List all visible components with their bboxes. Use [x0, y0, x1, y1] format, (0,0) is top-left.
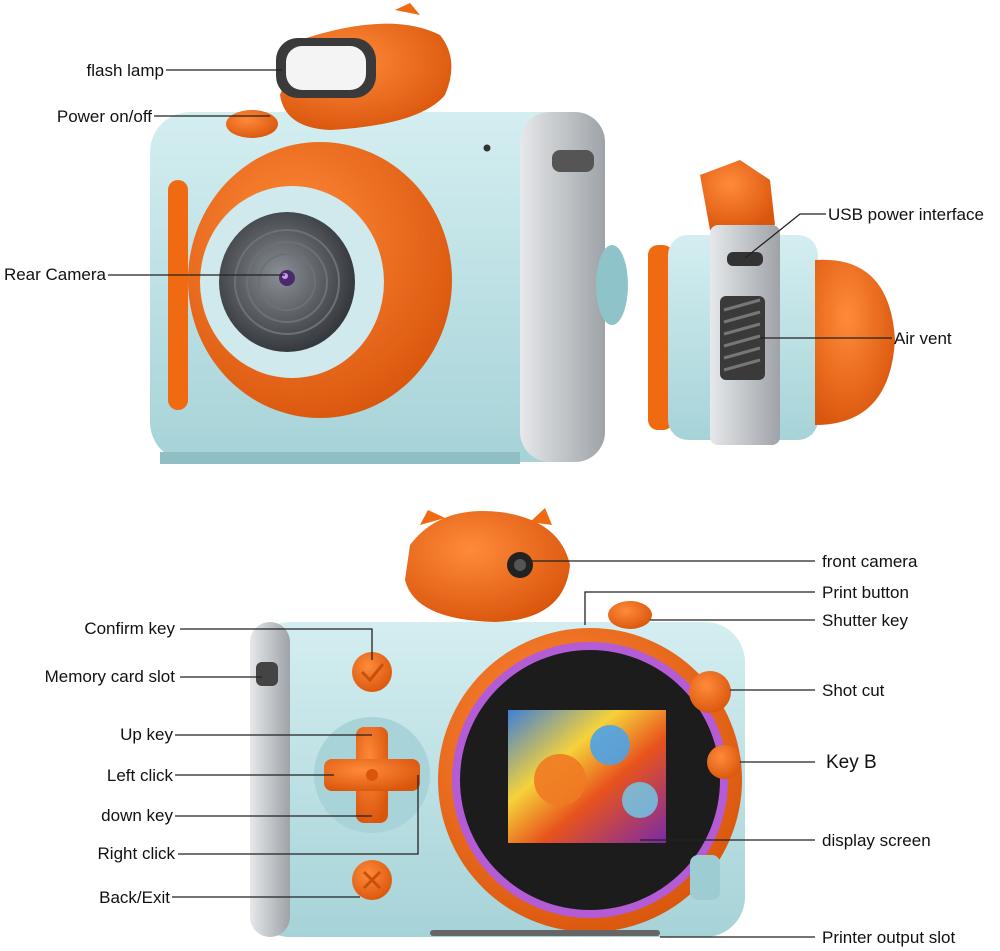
grip-strip — [168, 180, 188, 410]
label-rear-camera: Rear Camera — [4, 265, 107, 284]
air-vent-grille — [720, 296, 765, 380]
label-air-vent: Air vent — [894, 329, 952, 348]
d-pad — [314, 717, 430, 833]
camera-side-panel — [520, 112, 605, 462]
label-front-camera: front camera — [822, 552, 918, 571]
front-camera-head — [405, 508, 570, 622]
line-confirm-key — [180, 628, 373, 660]
speaker-grille — [690, 855, 720, 900]
side-knob — [596, 245, 628, 325]
callout-lines — [108, 69, 892, 938]
screen-image — [508, 710, 666, 843]
label-display-screen: display screen — [822, 831, 931, 850]
camera-front-view — [150, 3, 628, 464]
camera-side-view — [648, 160, 895, 445]
label-print-button: Print button — [822, 583, 909, 602]
shot-cut-button — [689, 671, 731, 713]
flash-lamp — [276, 3, 452, 130]
back-left-panel — [250, 622, 290, 937]
labels: flash lamp Power on/off Rear Camera USB … — [4, 61, 984, 947]
label-left-click: Left click — [107, 766, 174, 785]
label-key-b: Key B — [826, 752, 877, 773]
side-view-front-ring — [648, 245, 673, 430]
display-screen — [438, 628, 742, 932]
side-view-lens — [815, 259, 895, 425]
power-button — [226, 110, 278, 138]
mic-dot — [483, 144, 491, 152]
line-usb — [744, 213, 826, 259]
line-right-click — [178, 775, 419, 855]
label-flash-lamp: flash lamp — [87, 61, 164, 80]
key-b-button — [707, 745, 741, 779]
side-slot — [552, 150, 594, 172]
label-right-click: Right click — [98, 844, 176, 863]
line-print-button — [584, 591, 815, 625]
label-confirm-key: Confirm key — [84, 619, 175, 638]
label-up-key: Up key — [120, 725, 173, 744]
shutter-button — [608, 601, 652, 629]
usb-port — [727, 252, 763, 266]
camera-back-view — [250, 508, 745, 937]
label-printer-output: Printer output slot — [822, 928, 956, 947]
label-memory-card: Memory card slot — [45, 667, 176, 686]
rear-camera-lens — [188, 142, 452, 418]
label-down-key: down key — [101, 806, 173, 825]
printer-slot — [430, 930, 660, 936]
side-view-head — [700, 160, 775, 230]
camera-base — [160, 452, 520, 464]
label-power: Power on/off — [57, 107, 152, 126]
label-shutter-key: Shutter key — [822, 611, 908, 630]
confirm-key — [352, 652, 392, 692]
label-back-exit: Back/Exit — [99, 888, 170, 907]
label-usb: USB power interface — [828, 205, 984, 224]
label-shot-cut: Shot cut — [822, 681, 885, 700]
memory-card-slot — [256, 662, 278, 686]
